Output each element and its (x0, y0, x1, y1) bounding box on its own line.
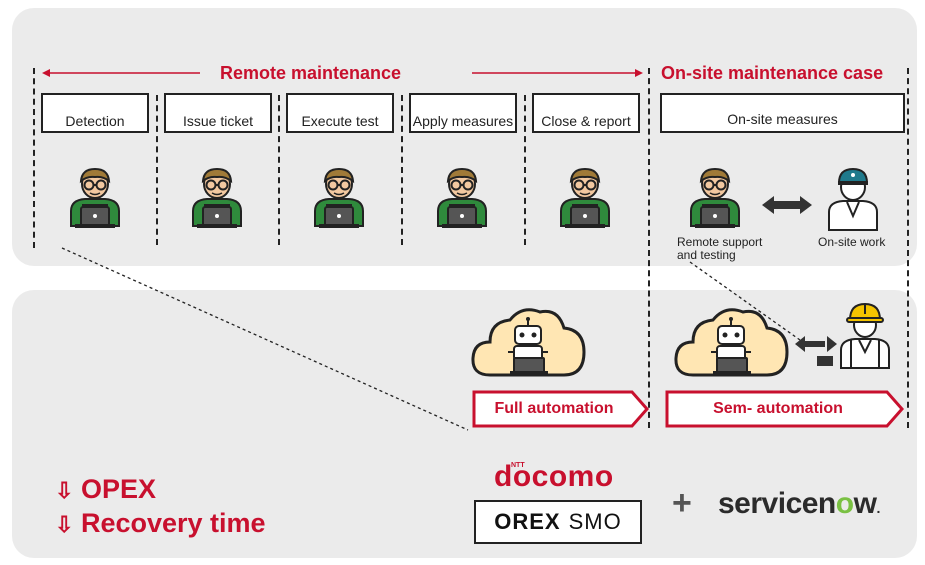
step-close-report: Close & report (532, 93, 640, 133)
double-arrow-icon (762, 196, 812, 214)
operator-icon-detection (70, 168, 120, 229)
orex-smo-logo: OREX SMO (474, 500, 642, 544)
servicenow-logo: servicenow. (718, 487, 880, 520)
operator-icon-apply-measures (437, 168, 487, 229)
semi-automation-label: Sem- automation (713, 400, 843, 417)
separator-4 (524, 95, 526, 245)
separator-1 (156, 95, 158, 245)
benefit-recovery-text: Recovery time (80, 508, 266, 538)
exchange-arrows-icon (795, 336, 837, 366)
servicenow-o: o (835, 487, 854, 520)
benefit-opex: ⇩ OPEX (55, 474, 156, 505)
step-execute-test: Execute test (286, 93, 394, 133)
benefit-opex-text: OPEX (80, 474, 156, 504)
step-apply-measures: Apply measures (409, 93, 517, 133)
orex-text: OREX (494, 509, 561, 534)
separator-2 (278, 95, 280, 245)
hardhat-worker-icon (840, 302, 890, 369)
cloud-robot-icon-semi (674, 308, 789, 377)
remote-maintenance-title: Remote maintenance (220, 63, 402, 83)
docomo-logo: docomo (494, 460, 614, 493)
ntt-mark: NTT (511, 462, 525, 469)
separator-0 (33, 68, 35, 248)
onsite-work-note: On-site work (818, 235, 886, 249)
separator-right (907, 68, 909, 428)
smo-text: SMO (568, 509, 622, 534)
operator-icon-issue-ticket (192, 168, 242, 229)
semi-automation-banner-shape (665, 390, 905, 428)
step-issue-ticket: Issue ticket (164, 93, 272, 133)
plus-icon: + (672, 484, 692, 522)
cloud-robot-icon-full (471, 308, 586, 377)
operator-icon-remote-support (690, 168, 740, 229)
operator-icon-execute-test (314, 168, 364, 229)
separator-remote-onsite (648, 68, 650, 428)
full-automation-label: Full automation (494, 400, 614, 417)
remote-support-note: Remote support and testing (677, 235, 763, 262)
full-automation-banner-shape (472, 390, 650, 428)
down-arrow-icon: ⇩ (55, 478, 74, 503)
step-onsite-measures: On-site measures (660, 93, 905, 133)
remote-range-arrow (42, 69, 643, 77)
separator-3 (401, 95, 403, 245)
onsite-maintenance-title: On-site maintenance case (661, 63, 884, 83)
operator-icon-close-report (560, 168, 610, 229)
benefit-recovery-time: ⇩ Recovery time (55, 508, 266, 539)
field-worker-icon (828, 167, 878, 231)
step-detection: Detection (41, 93, 149, 133)
down-arrow-icon: ⇩ (55, 512, 74, 537)
